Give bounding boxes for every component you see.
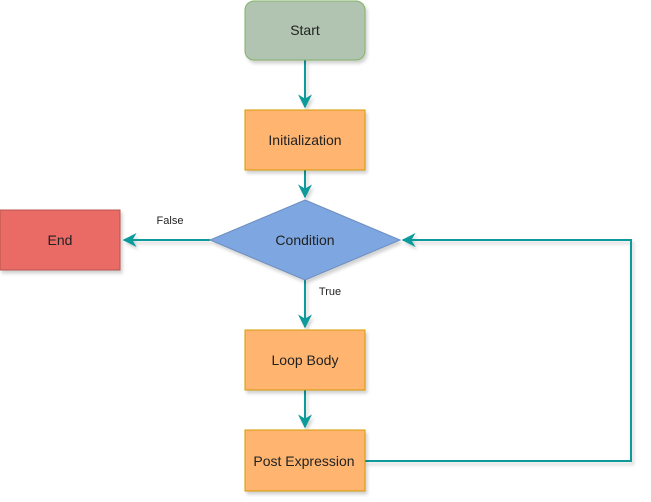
edge-post-to-condition[interactable]: [365, 233, 632, 462]
node-condition[interactable]: [208, 199, 402, 281]
initialization-label: Initialization: [268, 132, 341, 148]
post-expression-shape: [244, 429, 366, 492]
edge-label-false: False: [157, 215, 184, 227]
end-shape: [0, 209, 121, 271]
start-shape: [244, 0, 366, 61]
edges: [122, 60, 632, 462]
node-post-expression[interactable]: [244, 429, 366, 492]
loop-body-shape: [244, 329, 366, 391]
end-label: End: [48, 232, 73, 248]
condition-shape: [208, 199, 402, 281]
post-expression-label: Post Expression: [253, 453, 354, 469]
node-loop-body[interactable]: [244, 329, 366, 391]
edge-label-true: True: [319, 286, 341, 298]
initialization-shape: [244, 109, 366, 171]
node-initialization[interactable]: [244, 109, 366, 171]
node-end[interactable]: [0, 209, 121, 271]
condition-label: Condition: [275, 232, 334, 248]
node-start[interactable]: [244, 0, 366, 61]
start-label: Start: [290, 22, 320, 38]
loop-body-label: Loop Body: [272, 352, 339, 368]
